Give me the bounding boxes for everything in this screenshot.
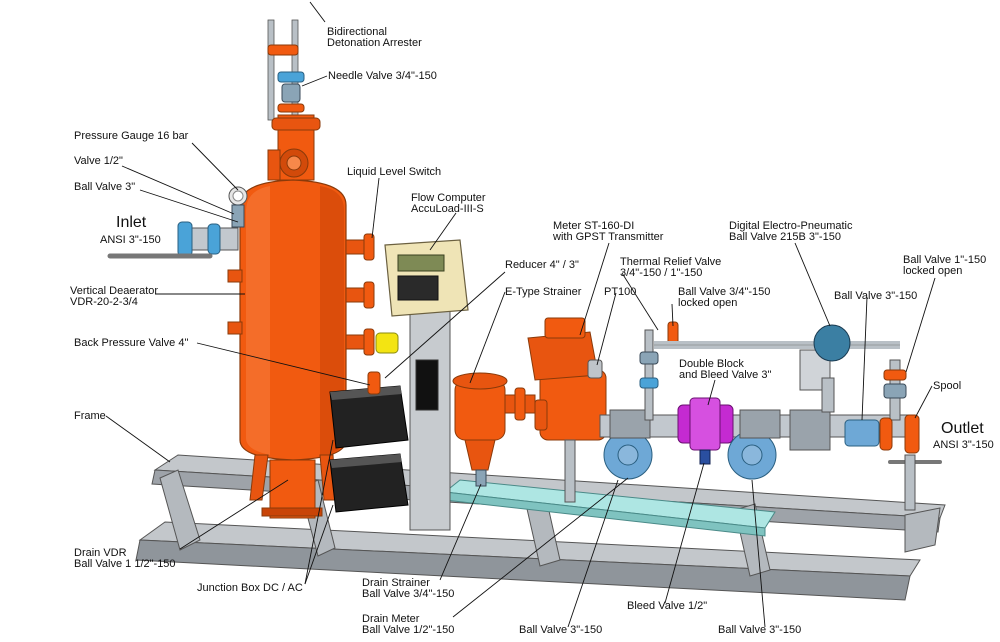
label-ball-valve-1-locked-1: Ball Valve 1"-150 (903, 254, 987, 266)
flow-computer (384, 239, 469, 531)
label-bleed-valve: Bleed Valve 1/2" (627, 600, 708, 612)
label-double-block-2: and Bleed Valve 3" (679, 369, 772, 381)
inlet-assembly (107, 186, 248, 259)
label-reducer: Reducer 4" / 3" (505, 259, 579, 271)
label-ball-valve-34-locked-2: locked open (678, 297, 738, 309)
label-detonation-arrester-2: Detonation Arrester (327, 37, 422, 49)
e-type-strainer (452, 372, 536, 487)
label-outlet-ansi: ANSI 3"-150 (933, 439, 994, 451)
label-frame: Frame (74, 410, 106, 422)
label-junction-box: Junction Box DC / AC (197, 582, 303, 594)
label-liquid-level-switch: Liquid Level Switch (347, 166, 442, 178)
label-pt100: PT100 (604, 286, 637, 298)
label-back-pressure-valve: Back Pressure Valve 4" (74, 337, 189, 349)
label-drain-vdr-2: Ball Valve 1 1/2"-150 (74, 558, 176, 570)
label-flow-computer-1: Flow Computer (411, 192, 486, 204)
label-ball-valve-bottom-left: Ball Valve 3"-150 (519, 624, 603, 636)
deaerator-vessel (227, 114, 399, 519)
label-digital-valve-1: Digital Electro-Pneumatic (729, 220, 853, 232)
label-thermal-relief-2: 3/4"-150 / 1"-150 (620, 267, 703, 279)
label-flow-computer-2: AccuLoad-III-S (411, 203, 484, 215)
label-e-type-strainer: E-Type Strainer (505, 286, 582, 298)
label-outlet: Outlet (941, 420, 984, 437)
pipe-train (599, 321, 942, 511)
label-ball-valve-bottom-right: Ball Valve 3"-150 (718, 624, 802, 636)
label-digital-valve-2: Ball Valve 215B 3"-150 (729, 231, 841, 243)
label-spool: Spool (933, 380, 962, 392)
label-deaerator-2: VDR-20-2-3/4 (70, 296, 138, 308)
label-drain-vdr-1: Drain VDR (74, 547, 127, 559)
label-valve-half: Valve 1/2" (74, 155, 123, 167)
label-pressure-gauge: Pressure Gauge 16 bar (74, 130, 189, 142)
label-detonation-arrester-1: Bidirectional (327, 26, 387, 38)
label-needle-valve: Needle Valve 3/4"-150 (328, 70, 437, 82)
label-double-block-1: Double Block (679, 358, 744, 370)
label-meter-1: Meter ST-160-DI (553, 220, 635, 232)
label-drain-meter-2: Ball Valve 1/2"-150 (362, 624, 455, 636)
label-inlet-ansi: ANSI 3"-150 (100, 234, 161, 246)
vent-pipe (267, 19, 305, 121)
label-ball-valve-34-locked-1: Ball Valve 3/4"-150 (678, 286, 771, 298)
label-meter-2: with GPST Transmitter (553, 231, 664, 243)
turbine-meter (527, 317, 607, 503)
label-ball-valve-1-locked-2: locked open (903, 265, 963, 277)
label-drain-meter-1: Drain Meter (362, 613, 420, 625)
label-inlet: Inlet (116, 214, 147, 231)
label-drain-strainer-1: Drain Strainer (362, 577, 430, 589)
back-pressure-valve (367, 371, 381, 395)
label-ball-valve-3: Ball Valve 3" (74, 181, 136, 193)
leader-lines (105, 1, 936, 628)
label-drain-strainer-2: Ball Valve 3/4"-150 (362, 588, 455, 600)
label-deaerator-1: Vertical Deaerator (70, 285, 159, 297)
label-ball-valve-3-150-top: Ball Valve 3"-150 (834, 290, 918, 302)
label-thermal-relief-1: Thermal Relief Valve (620, 256, 722, 268)
